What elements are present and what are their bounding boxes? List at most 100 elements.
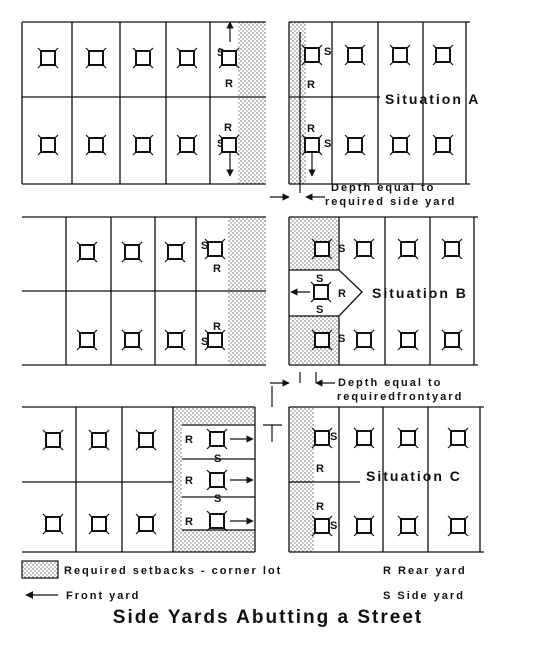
house-corner-tick xyxy=(353,346,358,351)
house-corner-tick xyxy=(318,61,323,66)
house-footprint xyxy=(356,241,372,257)
house-corner-tick xyxy=(318,44,323,49)
marker-rear: R xyxy=(316,501,324,513)
house-corner-tick xyxy=(135,513,140,518)
house-corner-tick xyxy=(406,151,411,156)
house-corner-tick xyxy=(458,255,463,260)
house-footprint xyxy=(45,432,61,448)
house-footprint xyxy=(400,241,416,257)
house-footprint xyxy=(450,518,466,534)
house-corner-tick xyxy=(447,532,452,537)
house-footprint xyxy=(79,244,95,260)
house-corner-tick xyxy=(59,513,64,518)
house-corner-tick xyxy=(223,469,228,474)
situation-a-label: Situation A xyxy=(385,91,480,107)
situation-b-left-block xyxy=(22,216,266,366)
house-corner-tick xyxy=(149,151,154,156)
marker-rear: R xyxy=(224,122,232,134)
house-corner-tick xyxy=(193,151,198,156)
house-corner-tick xyxy=(389,44,394,49)
house-corner-tick xyxy=(447,444,452,449)
house-footprint xyxy=(91,432,107,448)
house-corner-tick xyxy=(85,151,90,156)
house-corner-tick xyxy=(54,151,59,156)
house-corner-tick xyxy=(132,47,137,52)
house-corner-tick xyxy=(37,64,42,69)
house-corner-tick xyxy=(176,47,181,52)
house-corner-tick xyxy=(353,532,358,537)
house-corner-tick xyxy=(464,532,469,537)
house-footprint xyxy=(347,47,363,63)
house-corner-tick xyxy=(328,427,333,432)
house-footprint xyxy=(304,137,320,153)
house-corner-tick xyxy=(193,47,198,52)
house-corner-tick xyxy=(406,44,411,49)
marker-rear: R xyxy=(213,263,221,275)
house-corner-tick xyxy=(310,281,315,286)
house-corner-tick xyxy=(389,134,394,139)
house-corner-tick xyxy=(37,151,42,156)
house-corner-tick xyxy=(218,134,223,139)
situation-c-arrows xyxy=(230,386,282,525)
marker-rear: R xyxy=(307,79,315,91)
house-corner-tick xyxy=(235,64,240,69)
house-corner-tick xyxy=(235,47,240,52)
house-corner-tick xyxy=(344,44,349,49)
house-corner-tick xyxy=(370,515,375,520)
house-footprint xyxy=(40,50,56,66)
house-corner-tick xyxy=(37,47,42,52)
house-corner-tick xyxy=(181,329,186,334)
house-footprint xyxy=(207,241,223,257)
marker-side: S xyxy=(330,431,337,443)
house-footprint xyxy=(135,50,151,66)
house-corner-tick xyxy=(361,44,366,49)
house-footprint xyxy=(444,332,460,348)
house-footprint xyxy=(356,518,372,534)
house-corner-tick xyxy=(164,329,169,334)
house-corner-tick xyxy=(105,446,110,451)
house-corner-tick xyxy=(344,151,349,156)
house-corner-tick xyxy=(311,515,316,520)
house-corner-tick xyxy=(88,513,93,518)
house-corner-tick xyxy=(42,446,47,451)
house-corner-tick xyxy=(181,346,186,351)
house-corner-tick xyxy=(447,427,452,432)
house-corner-tick xyxy=(441,329,446,334)
house-corner-tick xyxy=(152,446,157,451)
house-corner-tick xyxy=(138,346,143,351)
house-corner-tick xyxy=(42,530,47,535)
house-corner-tick xyxy=(328,238,333,243)
house-corner-tick xyxy=(449,44,454,49)
house-corner-tick xyxy=(93,346,98,351)
house-corner-tick xyxy=(102,47,107,52)
house-corner-tick xyxy=(328,532,333,537)
house-corner-tick xyxy=(414,238,419,243)
house-corner-tick xyxy=(370,427,375,432)
house-corner-tick xyxy=(135,530,140,535)
house-corner-tick xyxy=(397,532,402,537)
house-corner-tick xyxy=(397,444,402,449)
house-footprint xyxy=(400,518,416,534)
house-corner-tick xyxy=(441,238,446,243)
situation-a-right-block xyxy=(288,21,470,185)
house-footprint xyxy=(167,244,183,260)
house-footprint xyxy=(209,513,225,529)
house-corner-tick xyxy=(135,429,140,434)
house-corner-tick xyxy=(193,64,198,69)
house-corner-tick xyxy=(344,134,349,139)
house-corner-tick xyxy=(88,530,93,535)
house-corner-tick xyxy=(105,530,110,535)
house-corner-tick xyxy=(301,61,306,66)
house-corner-tick xyxy=(318,134,323,139)
house-corner-tick xyxy=(397,515,402,520)
marker-rear: R xyxy=(185,434,193,446)
house-corner-tick xyxy=(221,346,226,351)
house-footprint xyxy=(400,430,416,446)
house-corner-tick xyxy=(54,47,59,52)
situation-a-note-line2: required side yard xyxy=(325,196,456,208)
house-corner-tick xyxy=(361,134,366,139)
house-corner-tick xyxy=(464,515,469,520)
house-corner-tick xyxy=(164,241,169,246)
situation-a-left-block xyxy=(21,21,266,185)
house-corner-tick xyxy=(102,64,107,69)
